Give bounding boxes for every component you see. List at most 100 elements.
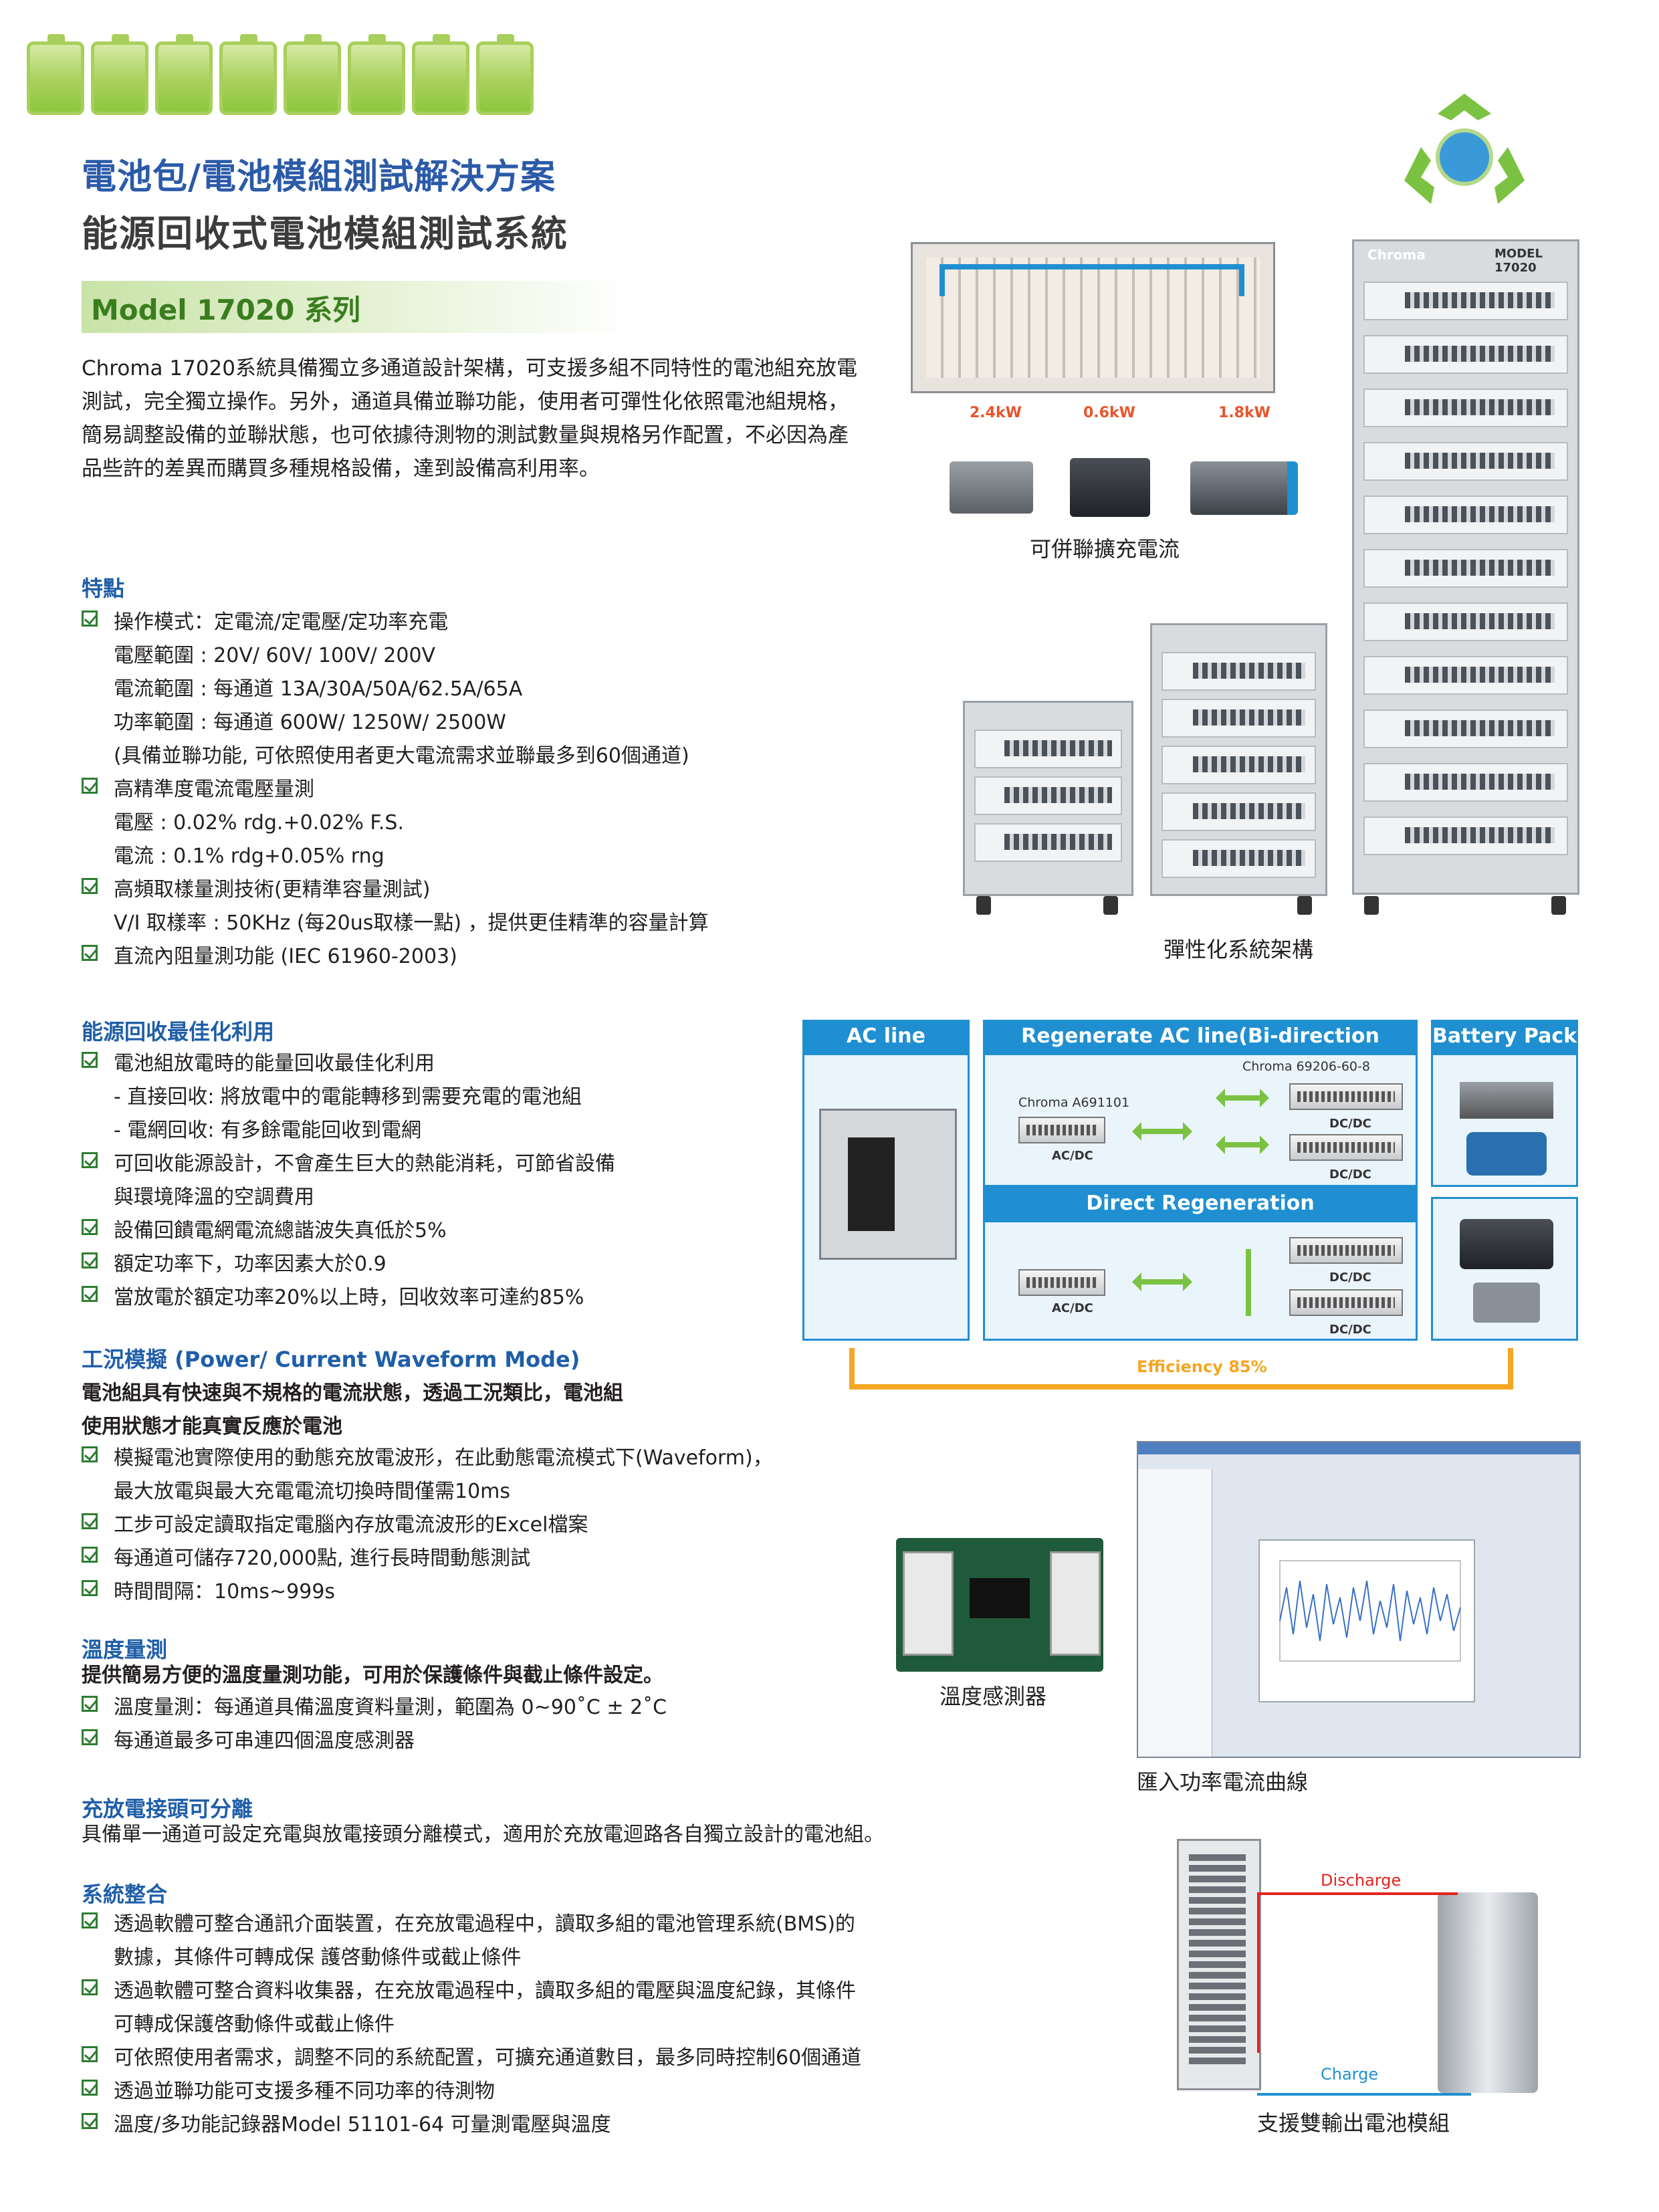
dcdc-label: DC/DC <box>1329 1323 1371 1337</box>
checkbox-icon <box>82 1286 98 1302</box>
power-label-2: 0.6kW <box>1083 405 1135 421</box>
checkbox-icon <box>82 878 98 894</box>
list-item: 電池組放電時的能量回收最佳化利用 <box>114 1052 435 1075</box>
list-item: 功率範圍 : 每通道 600W/ 1250W/ 2500W <box>114 711 506 734</box>
list-item: 電壓範圍 : 20V/ 60V/ 100V/ 200V <box>114 644 436 667</box>
intro-paragraph: Chroma 17020系統具備獨立多通道設計架構，可支援多組不同特性的電池組充… <box>82 356 857 481</box>
list-item: 每通道最多可串連四個溫度感測器 <box>114 1729 415 1753</box>
list-item: 數據，其條件可轉成保 護啓動條件或截止條件 <box>114 1946 522 1969</box>
checkbox-icon <box>82 1513 98 1529</box>
ac-cabinet <box>819 1109 957 1260</box>
temperature-sensor-image <box>896 1538 1103 1672</box>
checkbox-icon <box>82 778 98 794</box>
rack-wheel <box>1364 896 1379 915</box>
battery-pack-image-1 <box>950 461 1033 514</box>
dcdc-label: DC/DC <box>1329 1270 1371 1285</box>
logger-device-image <box>1177 1839 1261 2090</box>
list-item: 電壓 : 0.02% rdg.+0.02% F.S. <box>114 811 404 835</box>
diagram-header-battery: Battery Pack <box>1431 1020 1578 1053</box>
list-item: V/I 取樣率 : 50KHz (每20us取樣一點) ，提供更佳精準的容量計算 <box>114 911 709 935</box>
list-item: 電流 : 0.1% rdg+0.05% rng <box>114 845 384 868</box>
curve-caption: 匯入功率電流曲線 <box>1137 1769 1309 1795</box>
list-item: 透過軟體可整合資料收集器，在充放電過程中，讀取多組的電壓與溫度紀錄，其條件 <box>114 1979 856 2003</box>
rack-model-label: MODEL 17020 <box>1495 247 1543 275</box>
temperature-heading: 溫度量測 <box>82 1637 168 1662</box>
acdc-label: AC/DC <box>1052 1301 1093 1315</box>
page-title-line1: 電池包/電池模組測試解決方案 <box>82 157 556 197</box>
rack-wheel <box>1297 896 1312 915</box>
waveform-lead2: 使用狀態才能真實反應於電池 <box>82 1415 342 1438</box>
checkbox-icon <box>82 1152 98 1168</box>
rack-wheel <box>1551 896 1566 915</box>
checkbox-icon <box>82 1729 98 1745</box>
list-item: 透過並聯功能可支援多種不同功率的待測物 <box>114 2080 495 2103</box>
dcdc-label: DC/DC <box>1329 1168 1371 1182</box>
dcdc-device <box>1289 1289 1403 1316</box>
power-label-1: 2.4kW <box>970 405 1022 421</box>
list-item: 電流範圍 : 每通道 13A/30A/50A/62.5A/65A <box>114 677 523 701</box>
list-item: 透過軟體可整合通訊介面裝置，在充放電過程中，讀取多組的電池管理系統(BMS)的 <box>114 1912 855 1936</box>
separable-lead: 具備單一通道可設定充電與放電接頭分離模式，適用於充放電迴路各自獨立設計的電池組。 <box>82 1823 884 1846</box>
checkbox-icon <box>82 1580 98 1596</box>
rack-caption: 彈性化系統架構 <box>1164 937 1314 962</box>
list-item: 溫度/多功能記錄器Model 51101-64 可量測電壓與溫度 <box>114 2113 611 2136</box>
list-item: 最大放電與最大充電電流切換時間僅需10ms <box>114 1480 511 1503</box>
list-item: 當放電於額定功率20%以上時，回收效率可達約85% <box>114 1286 584 1309</box>
features-heading: 特點 <box>82 576 125 601</box>
efficiency-arrow <box>849 1384 1513 1390</box>
charge-label: Charge <box>1321 2065 1379 2084</box>
checkbox-icon <box>82 1547 98 1563</box>
list-item: 每通道可儲存720,000點, 進行長時間動態測試 <box>114 1547 531 1570</box>
model-banner: Model 17020 系列 <box>82 281 630 333</box>
integration-heading: 系統整合 <box>82 1882 168 1907</box>
efficiency-arrow <box>1508 1348 1513 1388</box>
list-item: - 直接回收: 將放電中的電能轉移到需要充電的電池組 <box>114 1085 582 1109</box>
direct-link <box>1246 1249 1251 1316</box>
list-item: 與環境降溫的空調費用 <box>114 1186 314 1209</box>
acdc-device <box>1018 1117 1105 1143</box>
list-item: 可回收能源設計，不會產生巨大的熱能消耗，可節省設備 <box>114 1152 615 1176</box>
list-item: 高精準度電流電壓量測 <box>114 778 314 801</box>
diagram-header-ac: AC line <box>802 1020 970 1053</box>
checkbox-icon <box>82 611 98 627</box>
direct-panel: AC/DC DC/DC DC/DC <box>983 1220 1418 1341</box>
rack-wheel <box>976 896 991 915</box>
bidirectional-arrow <box>1132 1122 1192 1141</box>
dcdc-device <box>1289 1237 1403 1264</box>
ac-line-panel <box>802 1053 970 1341</box>
rack-large: Chroma MODEL 17020 <box>1352 239 1579 895</box>
separable-heading: 充放電接頭可分離 <box>82 1796 253 1821</box>
rack-wheel <box>1103 896 1118 915</box>
list-item: 高頻取樣量測技術(更精準容量測試) <box>114 878 431 901</box>
checkbox-icon <box>82 2113 98 2129</box>
battery-image <box>1466 1132 1547 1176</box>
software-screenshot <box>1137 1441 1581 1758</box>
charge-wire <box>1257 2093 1471 2096</box>
discharge-label: Discharge <box>1321 1871 1402 1890</box>
battery-panel-1 <box>1431 1053 1578 1187</box>
checkbox-icon <box>82 945 98 961</box>
page-title-line2: 能源回收式電池模組測試系統 <box>82 213 568 255</box>
checkbox-icon <box>82 1252 98 1268</box>
checkbox-icon <box>82 2046 98 2062</box>
list-item: - 電網回收: 有多餘電能回收到電網 <box>114 1119 422 1142</box>
recycle-logo <box>1398 87 1531 221</box>
list-item: 可依照使用者需求，調整不同的系統配置，可擴充通道數目，最多同時控制60個通道 <box>114 2046 862 2070</box>
energy-heading: 能源回收最佳化利用 <box>82 1019 275 1044</box>
list-item: 直流內阻量測功能 (IEC 61960-2003) <box>114 945 457 968</box>
checkbox-icon <box>82 2080 98 2096</box>
checkbox-icon <box>82 1219 98 1235</box>
bidirectional-arrow <box>1216 1135 1269 1154</box>
checkbox-icon <box>82 1446 98 1462</box>
list-item: 操作模式：定電流/定電壓/定功率充電 <box>114 611 449 634</box>
rack-brand: Chroma <box>1367 247 1426 263</box>
diagram-header-regen: Regenerate AC line(Bi-direction Circuit) <box>983 1020 1418 1081</box>
dual-battery-image <box>1438 1892 1538 2093</box>
battery-pack-image-2 <box>1070 458 1150 517</box>
bidirectional-arrow <box>1132 1273 1192 1291</box>
checkbox-icon <box>82 1912 98 1928</box>
efficiency-arrow <box>849 1348 855 1388</box>
list-item: 可轉成保護啓動條件或截止條件 <box>114 2013 395 2036</box>
parallel-caption: 可併聯擴充電流 <box>1030 536 1180 562</box>
acdc-device <box>1018 1269 1105 1296</box>
